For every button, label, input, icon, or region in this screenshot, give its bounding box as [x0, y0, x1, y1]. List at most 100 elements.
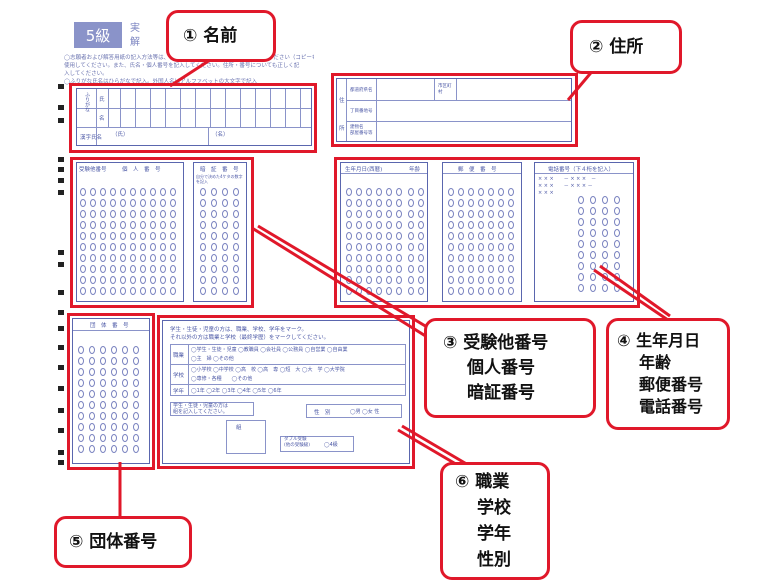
mark-bubble[interactable]: [396, 188, 402, 196]
mark-bubble[interactable]: [150, 287, 156, 295]
mark-bubble[interactable]: [498, 265, 504, 273]
mark-bubble[interactable]: [211, 188, 217, 196]
mark-bubble[interactable]: [458, 232, 464, 240]
mark-bubble[interactable]: [458, 199, 464, 207]
mark-bubble[interactable]: [133, 401, 139, 409]
mark-bubble[interactable]: [396, 243, 402, 251]
mark-bubble[interactable]: [468, 199, 474, 207]
mark-bubble[interactable]: [170, 276, 176, 284]
mark-bubble[interactable]: [356, 232, 362, 240]
mark-bubble[interactable]: [590, 229, 596, 237]
mark-bubble[interactable]: [130, 221, 136, 229]
mark-bubble[interactable]: [614, 262, 620, 270]
mark-bubble[interactable]: [78, 445, 84, 453]
mark-bubble[interactable]: [498, 254, 504, 262]
occupation-frame[interactable]: [162, 320, 410, 464]
mark-bubble[interactable]: [376, 210, 382, 218]
mark-bubble[interactable]: [376, 276, 382, 284]
mark-bubble[interactable]: [468, 254, 474, 262]
mark-bubble[interactable]: [508, 265, 514, 273]
mark-bubble[interactable]: [478, 287, 484, 295]
mark-bubble[interactable]: [356, 221, 362, 229]
mark-bubble[interactable]: [110, 276, 116, 284]
mark-bubble[interactable]: [366, 221, 372, 229]
mark-bubble[interactable]: [356, 210, 362, 218]
mark-bubble[interactable]: [130, 287, 136, 295]
mark-bubble[interactable]: [508, 221, 514, 229]
mark-bubble[interactable]: [110, 265, 116, 273]
mark-bubble[interactable]: [120, 276, 126, 284]
mark-bubble[interactable]: [458, 276, 464, 284]
mark-bubble[interactable]: [408, 243, 414, 251]
mark-bubble[interactable]: [346, 232, 352, 240]
mark-bubble[interactable]: [614, 207, 620, 215]
mark-bubble[interactable]: [90, 199, 96, 207]
mark-bubble[interactable]: [110, 232, 116, 240]
mark-bubble[interactable]: [233, 254, 239, 262]
mark-bubble[interactable]: [396, 276, 402, 284]
mark-bubble[interactable]: [488, 265, 494, 273]
mark-bubble[interactable]: [346, 254, 352, 262]
mark-bubble[interactable]: [578, 229, 584, 237]
mark-bubble[interactable]: [110, 221, 116, 229]
mark-bubble[interactable]: [418, 254, 424, 262]
mark-bubble[interactable]: [170, 287, 176, 295]
mark-bubble[interactable]: [468, 287, 474, 295]
mark-bubble[interactable]: [408, 265, 414, 273]
mark-bubble[interactable]: [233, 199, 239, 207]
mark-bubble[interactable]: [89, 346, 95, 354]
mark-bubble[interactable]: [233, 221, 239, 229]
mark-bubble[interactable]: [508, 254, 514, 262]
mark-bubble[interactable]: [458, 287, 464, 295]
mark-bubble[interactable]: [602, 229, 608, 237]
mark-bubble[interactable]: [468, 188, 474, 196]
mark-bubble[interactable]: [468, 265, 474, 273]
mark-bubble[interactable]: [160, 287, 166, 295]
mark-bubble[interactable]: [78, 390, 84, 398]
mark-bubble[interactable]: [458, 265, 464, 273]
mark-bubble[interactable]: [448, 287, 454, 295]
mark-bubble[interactable]: [498, 210, 504, 218]
mark-bubble[interactable]: [80, 287, 86, 295]
mark-bubble[interactable]: [211, 210, 217, 218]
mark-bubble[interactable]: [120, 199, 126, 207]
mark-bubble[interactable]: [396, 221, 402, 229]
mark-bubble[interactable]: [200, 210, 206, 218]
mark-bubble[interactable]: [376, 221, 382, 229]
exam-number-frame[interactable]: [76, 162, 184, 302]
mark-bubble[interactable]: [222, 232, 228, 240]
mark-bubble[interactable]: [130, 276, 136, 284]
mark-bubble[interactable]: [478, 188, 484, 196]
mark-bubble[interactable]: [386, 265, 392, 273]
mark-bubble[interactable]: [133, 434, 139, 442]
mark-bubble[interactable]: [488, 188, 494, 196]
mark-bubble[interactable]: [233, 265, 239, 273]
mark-bubble[interactable]: [578, 207, 584, 215]
mark-bubble[interactable]: [211, 199, 217, 207]
mark-bubble[interactable]: [80, 221, 86, 229]
mark-bubble[interactable]: [122, 401, 128, 409]
mark-bubble[interactable]: [408, 199, 414, 207]
mark-bubble[interactable]: [508, 243, 514, 251]
pin-frame[interactable]: [193, 162, 247, 302]
mark-bubble[interactable]: [448, 232, 454, 240]
mark-bubble[interactable]: [100, 434, 106, 442]
mark-bubble[interactable]: [590, 207, 596, 215]
mark-bubble[interactable]: [468, 210, 474, 218]
phone-frame[interactable]: [534, 162, 634, 302]
mark-bubble[interactable]: [386, 254, 392, 262]
mark-bubble[interactable]: [150, 199, 156, 207]
mark-bubble[interactable]: [590, 284, 596, 292]
mark-bubble[interactable]: [211, 265, 217, 273]
address-field-frame[interactable]: [336, 78, 572, 142]
mark-bubble[interactable]: [578, 240, 584, 248]
mark-bubble[interactable]: [160, 210, 166, 218]
mark-bubble[interactable]: [140, 265, 146, 273]
mark-bubble[interactable]: [150, 188, 156, 196]
mark-bubble[interactable]: [170, 210, 176, 218]
mark-bubble[interactable]: [346, 199, 352, 207]
mark-bubble[interactable]: [222, 243, 228, 251]
mark-bubble[interactable]: [488, 210, 494, 218]
mark-bubble[interactable]: [140, 210, 146, 218]
mark-bubble[interactable]: [602, 284, 608, 292]
